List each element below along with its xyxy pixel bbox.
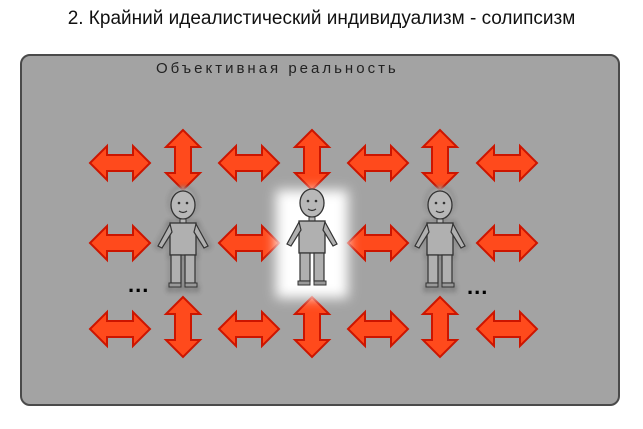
double-arrow-horizontal-icon xyxy=(89,311,151,347)
double-arrow-horizontal-icon xyxy=(476,225,538,261)
panel-label: Объективная реальность xyxy=(156,60,399,77)
double-arrow-vertical-icon xyxy=(422,296,458,358)
double-arrow-vertical-icon xyxy=(294,296,330,358)
double-arrow-horizontal-icon xyxy=(218,145,280,181)
double-arrow-horizontal-icon xyxy=(476,311,538,347)
ellipsis-right: ... xyxy=(467,274,489,299)
figures-layer xyxy=(155,186,468,298)
double-arrow-horizontal-icon xyxy=(89,225,151,261)
double-arrow-vertical-icon xyxy=(165,129,201,191)
double-arrow-vertical-icon xyxy=(165,296,201,358)
other-figure xyxy=(155,186,211,292)
double-arrow-vertical-icon xyxy=(422,129,458,191)
double-arrow-horizontal-icon xyxy=(218,311,280,347)
double-arrow-horizontal-icon xyxy=(89,145,151,181)
self-figure xyxy=(276,188,348,298)
double-arrow-horizontal-icon xyxy=(218,225,280,261)
slide-title: 2. Крайний идеалистический индивидуализм… xyxy=(67,8,576,29)
ellipsis-left: ... xyxy=(128,272,150,297)
double-arrow-horizontal-icon xyxy=(347,311,409,347)
double-arrow-horizontal-icon xyxy=(476,145,538,181)
double-arrow-horizontal-icon xyxy=(347,225,409,261)
person-icon xyxy=(157,190,209,288)
other-figure xyxy=(412,186,468,292)
person-icon xyxy=(414,190,466,288)
double-arrow-horizontal-icon xyxy=(347,145,409,181)
double-arrow-vertical-icon xyxy=(294,129,330,191)
